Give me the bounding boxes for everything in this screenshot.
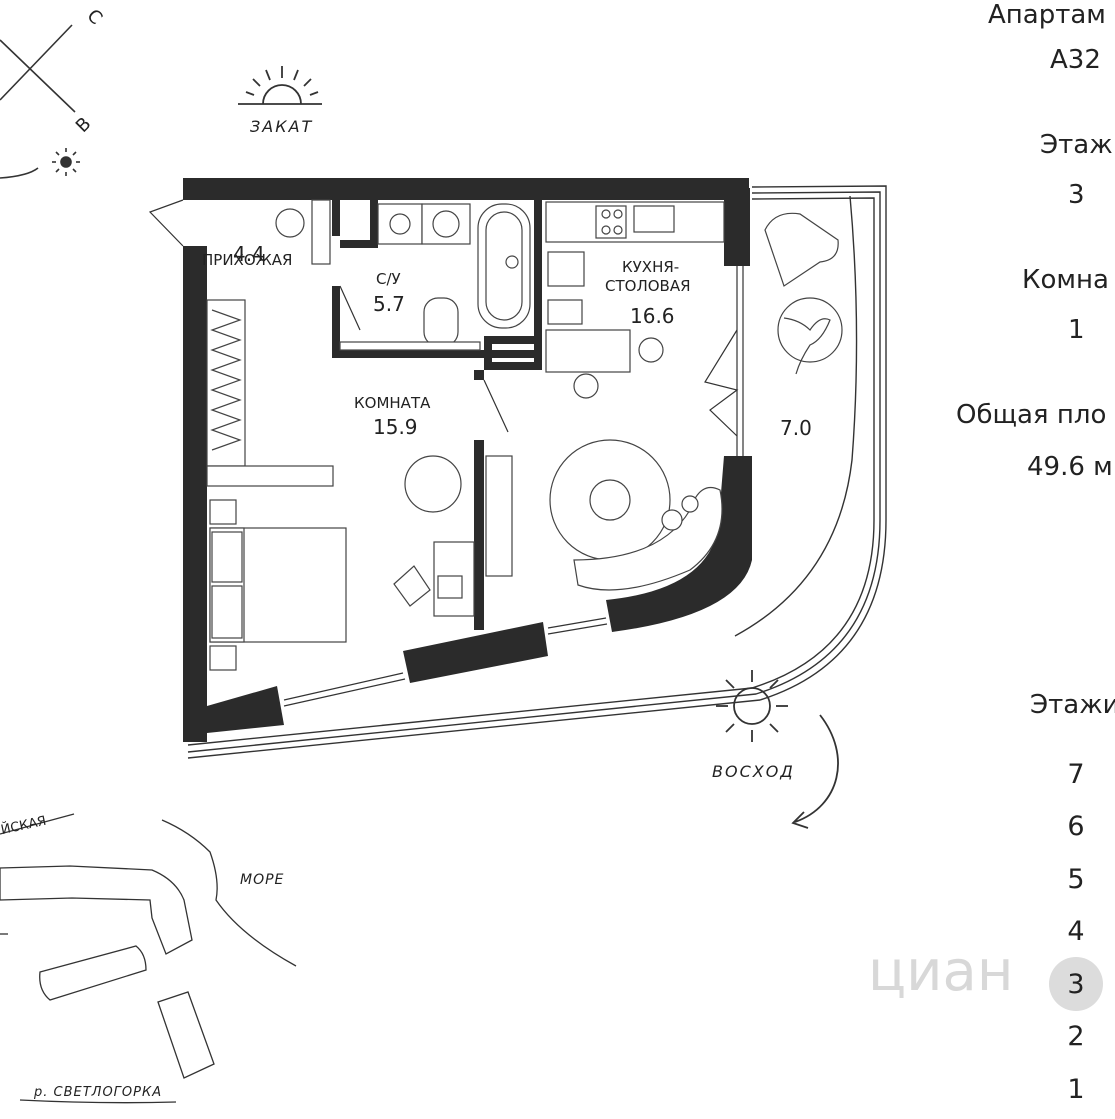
- sea-label: МОРЕ: [240, 872, 284, 888]
- walls: [183, 178, 752, 742]
- balcony-area: 7.0: [780, 416, 812, 440]
- compass-north-label: С: [83, 5, 107, 29]
- small-sun-icon: [52, 148, 80, 176]
- sunrise-label: ВОСХОД: [712, 762, 795, 781]
- apartment-label: Апартам: [988, 0, 1106, 30]
- street-label: ЙСКАЯ: [0, 813, 48, 838]
- floor-item-1[interactable]: 1: [1067, 1073, 1085, 1105]
- floor-item-5[interactable]: 5: [1067, 863, 1085, 895]
- floor-item-2[interactable]: 2: [1067, 1021, 1085, 1052]
- floor-label: Этаж: [1040, 130, 1113, 160]
- kitchen-name-line2: СТОЛОВАЯ: [605, 277, 691, 295]
- area-value: 49.6 м: [1027, 452, 1113, 482]
- hall-area: 4.4: [233, 242, 265, 266]
- windows: [283, 266, 744, 707]
- sunset-label: ЗАКАТ: [250, 117, 313, 136]
- kitchen-area: 16.6: [630, 304, 675, 328]
- furniture: [206, 199, 843, 671]
- floor-value: 3: [1068, 180, 1085, 210]
- compass: [0, 24, 76, 179]
- floor-item-4[interactable]: 4: [1067, 916, 1085, 947]
- kitchen-name-line1: КУХНЯ-: [622, 258, 679, 276]
- bath-area: 5.7: [373, 292, 405, 316]
- location-map: [0, 813, 297, 1104]
- rooms-value: 1: [1068, 315, 1085, 345]
- sunset-icon: [238, 66, 322, 105]
- bath-name: С/У: [376, 270, 401, 288]
- floor-item-7[interactable]: 7: [1067, 758, 1085, 790]
- sunrise-icon: [716, 670, 788, 742]
- sunrise-arrow-icon: [791, 714, 839, 829]
- room-area: 15.9: [373, 415, 418, 439]
- apartment-value: А32: [1050, 45, 1101, 75]
- room-name: КОМНАТА: [354, 394, 431, 412]
- river-label: р. СВЕТЛОГОРКА: [33, 1085, 162, 1100]
- doors: [148, 199, 739, 437]
- hall-name: ПРИХОЖАЯ: [202, 251, 292, 269]
- floors-title: Этажи: [1030, 690, 1115, 720]
- rooms-label: Комна: [1022, 265, 1109, 295]
- floor-item-6[interactable]: 6: [1067, 811, 1085, 842]
- balcony-outline: [187, 185, 887, 759]
- area-label: Общая пло: [956, 400, 1107, 430]
- compass-east-label: В: [72, 113, 96, 137]
- floor-item-3[interactable]: 3: [1049, 957, 1103, 1011]
- watermark: циан: [868, 939, 1013, 1004]
